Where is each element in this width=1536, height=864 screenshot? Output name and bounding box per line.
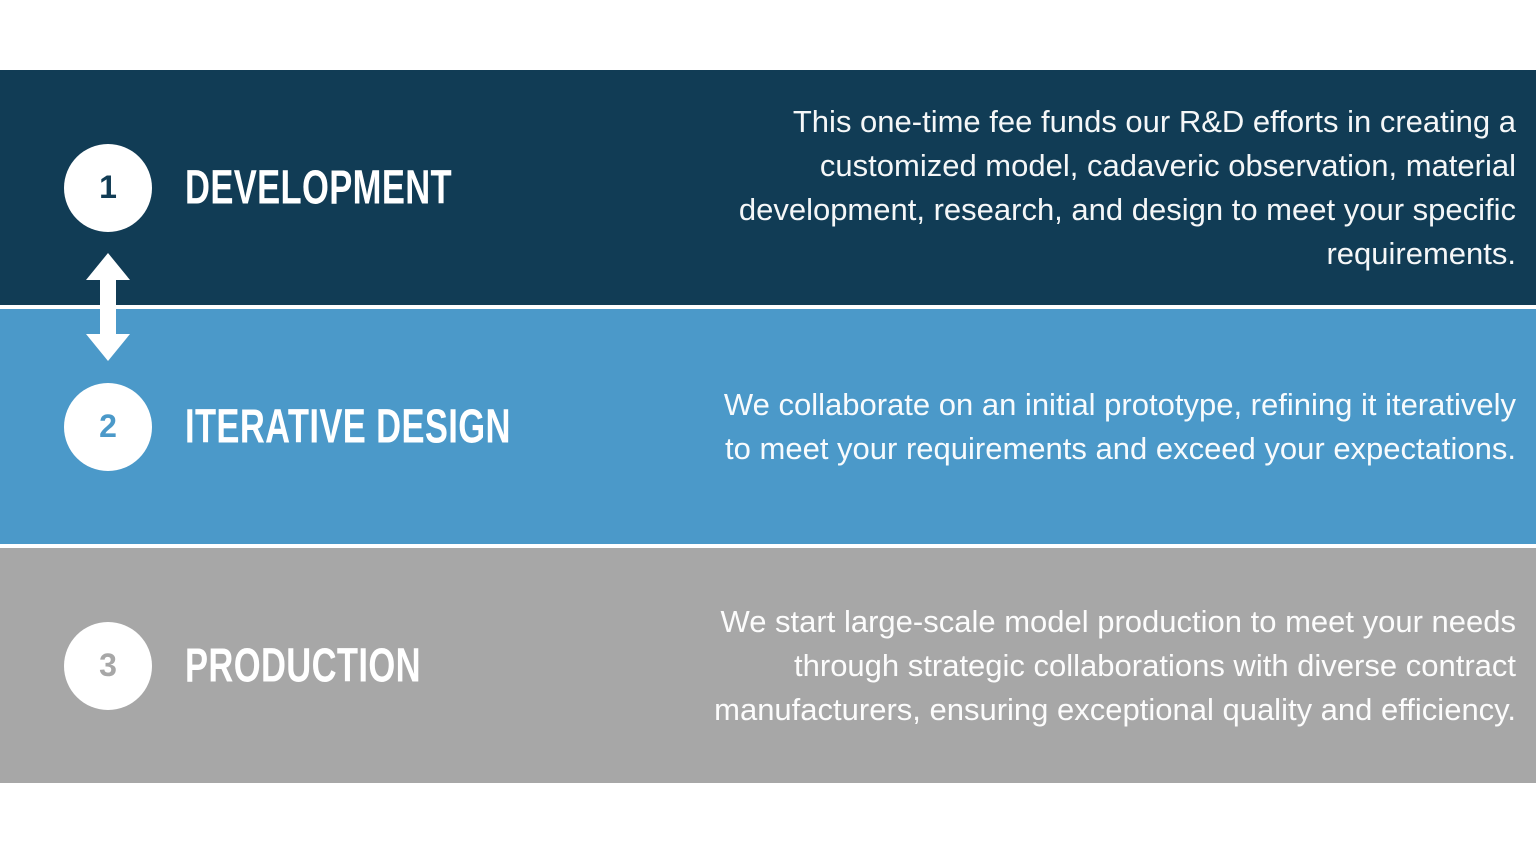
step-band-iterative-design: 2 ITERATIVE DESIGN We collaborate on an … bbox=[0, 309, 1536, 544]
step-description: This one-time fee funds our R&D efforts … bbox=[738, 103, 1516, 271]
step-title-text: ITERATIVE DESIGN bbox=[185, 400, 511, 453]
step-band-production: 3 PRODUCTION We start large-scale model … bbox=[0, 548, 1536, 783]
step-description: We collaborate on an initial prototype, … bbox=[723, 386, 1516, 466]
step-number: 1 bbox=[99, 169, 117, 205]
step-number-badge: 2 bbox=[64, 382, 152, 471]
step-title-text: PRODUCTION bbox=[185, 639, 421, 692]
step-number-badge: 3 bbox=[64, 621, 152, 710]
up-down-arrow-icon bbox=[86, 253, 130, 361]
step-description: We start large-scale model production to… bbox=[714, 603, 1516, 727]
step-number: 2 bbox=[99, 408, 117, 444]
step-title: ITERATIVE DESIGN bbox=[185, 399, 638, 454]
step-title: PRODUCTION bbox=[185, 638, 513, 693]
step-number: 3 bbox=[99, 647, 117, 683]
step-number-badge: 1 bbox=[64, 143, 152, 232]
step-title-text: DEVELOPMENT bbox=[185, 161, 453, 214]
step-connector bbox=[85, 253, 131, 361]
step-title: DEVELOPMENT bbox=[185, 160, 556, 215]
step-band-development: 1 DEVELOPMENT This one-time fee funds ou… bbox=[0, 70, 1536, 305]
